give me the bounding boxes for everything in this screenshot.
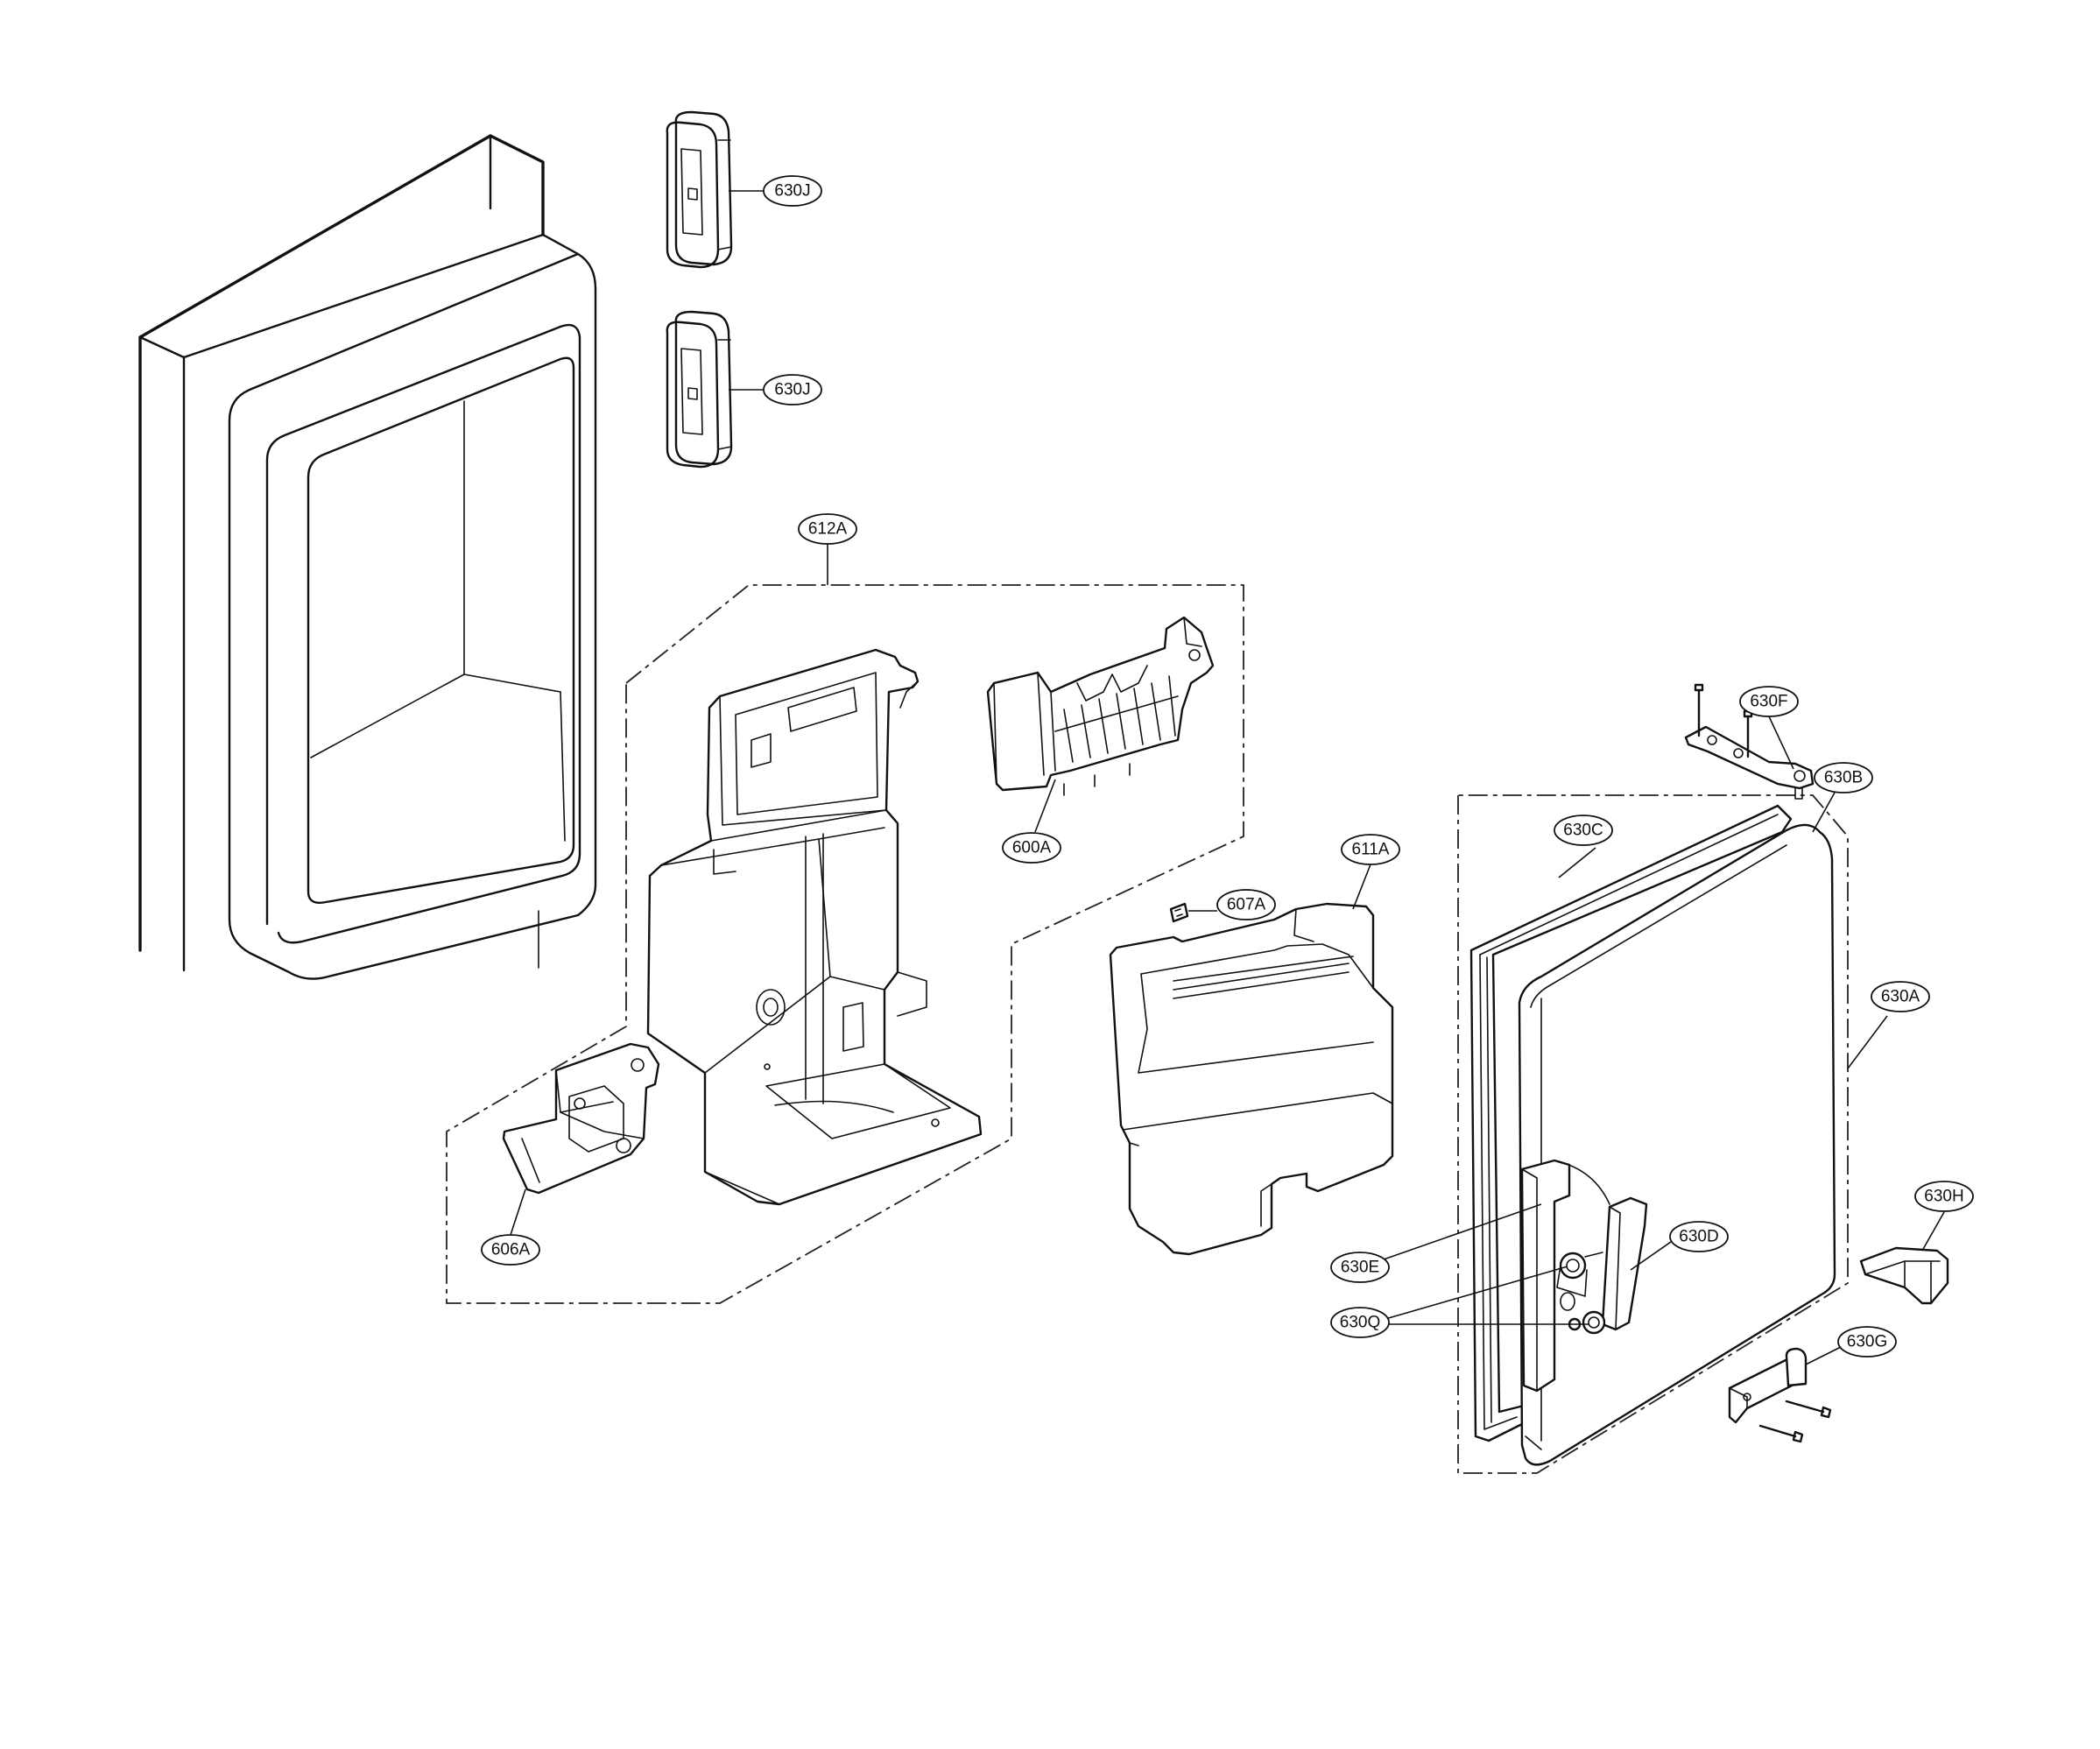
svg-text:630J: 630J bbox=[774, 381, 810, 399]
screw-607A bbox=[1169, 902, 1189, 923]
assembly-612A-boundary bbox=[446, 584, 1244, 1304]
ice-maker bbox=[986, 616, 1215, 796]
clip-630J-bottom bbox=[666, 310, 733, 469]
dispenser-actuator bbox=[502, 1042, 660, 1195]
svg-text:611A: 611A bbox=[1352, 841, 1390, 859]
callout-611A: 611A bbox=[1341, 834, 1400, 865]
svg-text:630D: 630D bbox=[1679, 1228, 1718, 1246]
svg-text:630F: 630F bbox=[1750, 693, 1787, 711]
svg-text:630B: 630B bbox=[1824, 769, 1863, 787]
door-gasket bbox=[1469, 804, 1793, 1442]
svg-text:630H: 630H bbox=[1924, 1188, 1963, 1206]
callout-600A: 600A bbox=[1002, 832, 1061, 864]
bracket-630H bbox=[1859, 1246, 1949, 1305]
leader-lines bbox=[510, 190, 1945, 1365]
svg-text:606A: 606A bbox=[491, 1241, 531, 1259]
svg-text:630J: 630J bbox=[774, 182, 810, 201]
callout-630H: 630H bbox=[1914, 1181, 1974, 1212]
callout-606A: 606A bbox=[481, 1234, 540, 1266]
callout-630J-top: 630J bbox=[763, 175, 822, 207]
hinge-bottom bbox=[1728, 1347, 1832, 1443]
door-hinge-mechanism bbox=[1520, 1159, 1648, 1393]
callout-630G: 630G bbox=[1837, 1326, 1897, 1358]
door-liner bbox=[138, 134, 597, 980]
callout-630D: 630D bbox=[1669, 1221, 1729, 1252]
svg-text:630Q: 630Q bbox=[1340, 1314, 1380, 1332]
svg-text:630G: 630G bbox=[1847, 1333, 1887, 1351]
callout-607A: 607A bbox=[1216, 889, 1276, 920]
svg-text:600A: 600A bbox=[1012, 839, 1052, 857]
svg-text:607A: 607A bbox=[1227, 896, 1266, 914]
callout-630J-bottom: 630J bbox=[763, 374, 822, 406]
callout-612A: 612A bbox=[798, 513, 857, 545]
svg-text:630A: 630A bbox=[1881, 988, 1920, 1006]
svg-text:612A: 612A bbox=[808, 520, 848, 539]
dispenser-housing bbox=[646, 648, 983, 1206]
svg-text:630C: 630C bbox=[1563, 822, 1603, 840]
callout-630C: 630C bbox=[1554, 815, 1613, 846]
assembly-630A-boundary bbox=[1457, 794, 1849, 1474]
svg-text:630E: 630E bbox=[1341, 1259, 1379, 1277]
callout-630Q: 630Q bbox=[1330, 1307, 1390, 1338]
chute-cover bbox=[1109, 902, 1394, 1256]
callout-630F: 630F bbox=[1739, 686, 1799, 717]
hinge-top bbox=[1684, 683, 1815, 800]
clip-630J-top bbox=[666, 110, 733, 269]
callout-630A: 630A bbox=[1871, 981, 1930, 1012]
callout-630E: 630E bbox=[1330, 1252, 1390, 1283]
callout-630B: 630B bbox=[1814, 762, 1873, 793]
